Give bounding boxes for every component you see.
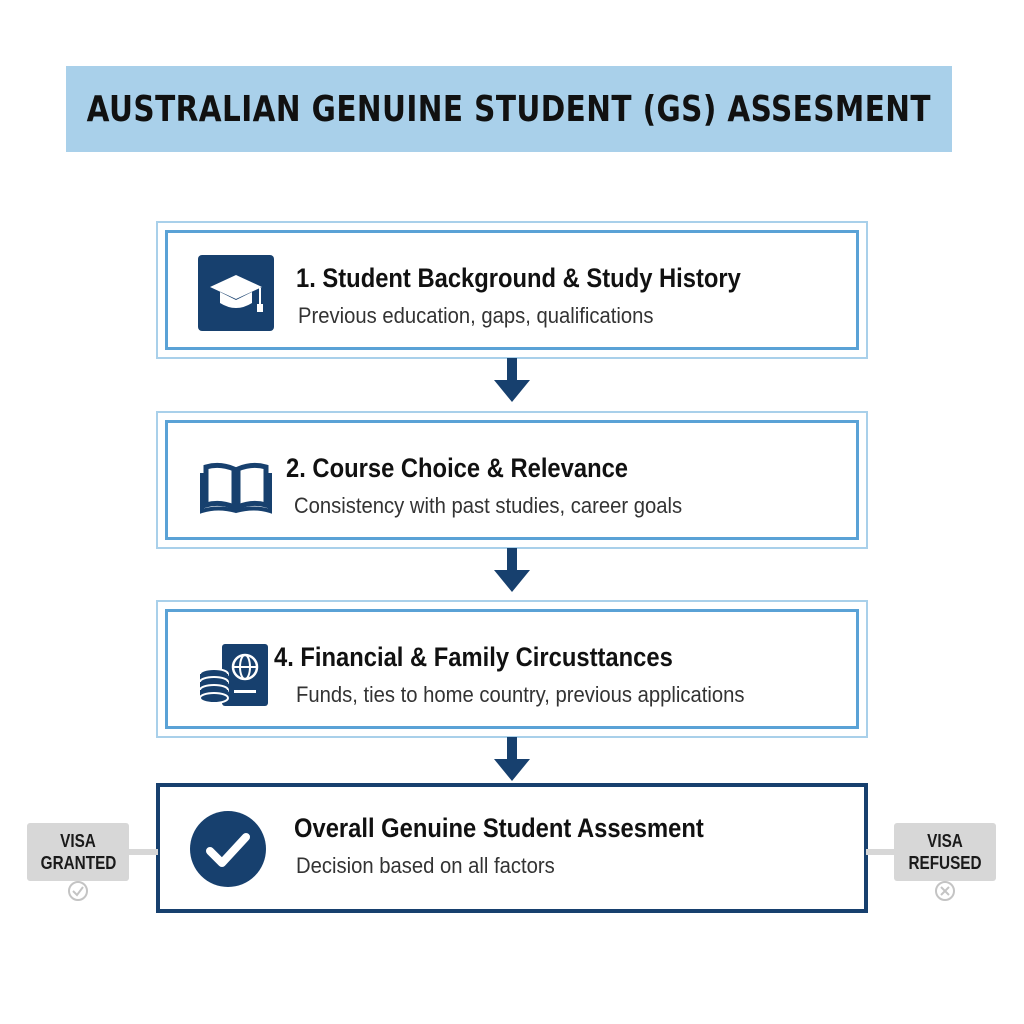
visa-refused-line2: REFUSED [908, 853, 982, 873]
passport-coins-icon [199, 644, 268, 706]
step-1-box: 1. Student Background & Study History Pr… [156, 221, 868, 359]
step-2-title: 2. Course Choice & Relevance [286, 453, 629, 483]
checkmark-circle-icon [190, 811, 266, 887]
title-banner: AUSTRALIAN GENUINE STUDENT (GS) ASSESMEN… [66, 66, 952, 152]
final-assessment-box: Overall Genuine Student Assesment Decisi… [156, 783, 868, 913]
visa-granted-line1: VISA [60, 831, 96, 851]
step-2-inner: 2. Course Choice & Relevance Consistency… [165, 420, 859, 540]
open-book-icon [200, 462, 272, 514]
visa-refused-line1: VISA [927, 831, 963, 851]
final-title: Overall Genuine Student Assesment [294, 813, 704, 843]
step-3-subtitle: Funds, ties to home country, previous ap… [296, 682, 745, 707]
diagram-title: AUSTRALIAN GENUINE STUDENT (GS) ASSESMEN… [86, 88, 932, 130]
granted-connector [128, 849, 158, 855]
step-3-title: 4. Financial & Family Circusttances [274, 642, 673, 672]
step-1-title: 1. Student Background & Study History [296, 263, 741, 293]
step-2-subtitle: Consistency with past studies, career go… [294, 493, 683, 518]
check-circle-icon [68, 881, 88, 901]
graduation-cap-icon [198, 255, 274, 331]
step-1-subtitle: Previous education, gaps, qualifications [298, 303, 654, 328]
visa-granted-badge: VISA GRANTED [27, 823, 129, 881]
down-arrow-icon [494, 548, 530, 592]
x-circle-icon [935, 881, 955, 901]
visa-granted-line2: GRANTED [40, 853, 116, 873]
step-3-box: 4. Financial & Family Circusttances Fund… [156, 600, 868, 738]
visa-refused-badge: VISA REFUSED [894, 823, 996, 881]
refused-connector [866, 849, 896, 855]
down-arrow-icon [494, 737, 530, 781]
step-2-box: 2. Course Choice & Relevance Consistency… [156, 411, 868, 549]
step-1-inner: 1. Student Background & Study History Pr… [165, 230, 859, 350]
final-subtitle: Decision based on all factors [296, 853, 555, 878]
step-3-inner: 4. Financial & Family Circusttances Fund… [165, 609, 859, 729]
down-arrow-icon [494, 358, 530, 402]
